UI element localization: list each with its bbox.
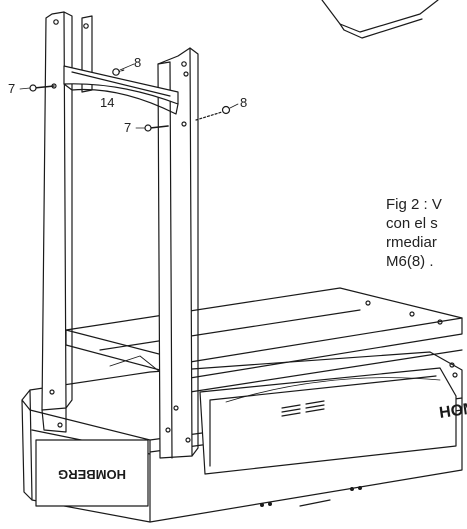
callout-nut-top: 8 [134,55,142,70]
callout-nut-right: 8 [240,95,248,110]
brand-text-right: HOM [438,400,467,422]
hardware [19,63,239,132]
brand-text-left: HOMBERG [58,467,126,482]
caption-line: con el s [386,215,438,232]
figure-caption: Fig 2 : V con el s rmediar M6(8) . [386,195,467,271]
right-upright [157,47,199,459]
cross-brace [63,65,179,115]
caption-line: M6(8) . [386,253,434,270]
upper-right-part [321,0,439,39]
left-upright [41,11,93,433]
caption-line: Fig 2 : V [386,196,442,213]
callout-cross-brace: 14 [100,95,115,110]
callout-bolt-left: 7 [8,81,16,96]
callout-bolt-right: 7 [124,120,132,135]
base-housing [21,351,463,523]
caption-line: rmediar [386,234,437,251]
